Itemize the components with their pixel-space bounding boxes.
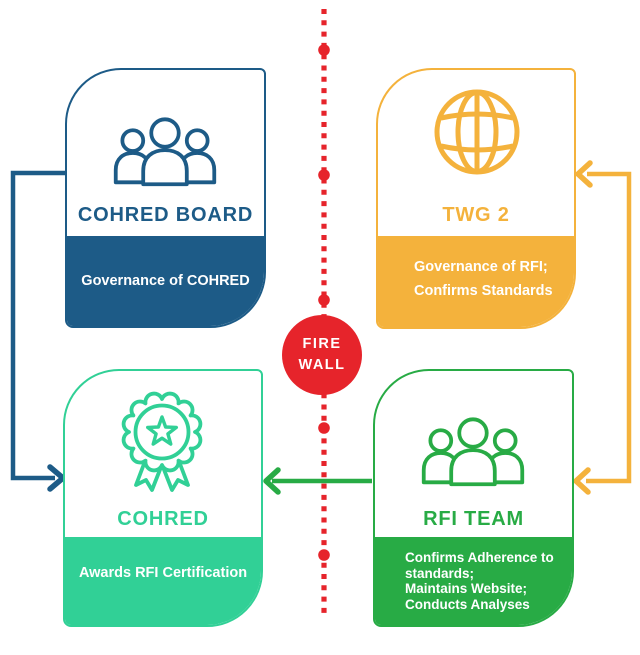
divider-big-dot xyxy=(318,549,330,561)
card-cohred-board: COHRED BOARD Governance of COHRED xyxy=(65,68,266,328)
card-description: Awards RFI Certification xyxy=(73,565,253,582)
card-description: Governance of COHRED xyxy=(77,273,254,290)
globe-icon xyxy=(434,89,520,175)
yellow-arrow-loop xyxy=(573,160,632,495)
card-cohred: COHRED Awards RFI Certification xyxy=(63,369,263,627)
band-text-line: Confirms Adherence to xyxy=(405,550,554,565)
card-description: Governance of RFI; Confirms Standards xyxy=(414,253,574,307)
band-text-line: Conducts Analyses xyxy=(405,596,530,612)
people-icon xyxy=(113,117,217,187)
firewall-dotted-line xyxy=(318,9,330,616)
band-text-line: Confirms Standards xyxy=(414,282,553,299)
band-text-line: Awards RFI Certification xyxy=(78,564,248,581)
award-ribbon-icon xyxy=(121,391,203,492)
people-icon xyxy=(421,417,525,487)
green-arrow-rfiteam-to-cohred xyxy=(263,467,372,495)
divider-big-dot xyxy=(318,169,330,181)
divider-big-dot xyxy=(318,422,330,434)
firewall-label-line2: WALL xyxy=(298,357,346,373)
card-band: Governance of RFI; Confirms Standards xyxy=(378,236,574,327)
firewall-circle: FIRE WALL xyxy=(282,315,362,395)
firewall-label-line1: FIRE xyxy=(302,336,342,352)
card-band: Governance of COHRED xyxy=(67,236,264,326)
divider-big-dot xyxy=(318,294,330,306)
card-title: RFI TEAM xyxy=(423,508,524,530)
blue-arrow-board-to-cohred xyxy=(10,170,66,492)
artifact-white-square xyxy=(331,569,342,580)
card-twg-2: TWG 2 Governance of RFI; Confirms Standar… xyxy=(376,68,576,329)
band-text-line: standards; xyxy=(405,565,475,581)
card-title: COHRED xyxy=(117,508,209,530)
card-band: Awards RFI Certification xyxy=(65,537,261,625)
divider-big-dot xyxy=(318,44,330,56)
card-title: COHRED BOARD xyxy=(77,204,254,226)
band-text-line: Governance of COHRED xyxy=(81,272,250,289)
card-title: TWG 2 xyxy=(442,204,510,226)
band-text-line: Governance of RFI; xyxy=(414,259,548,276)
band-text-line: Maintains Website; xyxy=(405,581,528,596)
